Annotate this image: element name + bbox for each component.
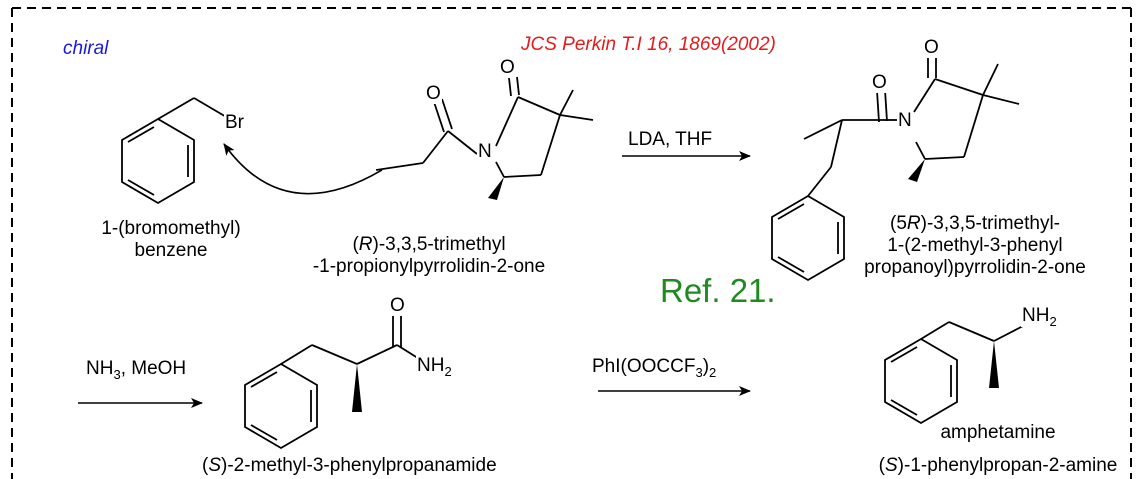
atom-o: O [425, 83, 442, 104]
wedge-bond [989, 341, 999, 388]
atom-nh2: NH2 [1021, 305, 1058, 329]
wedge-bond [908, 159, 925, 182]
curved-arrow [223, 143, 383, 195]
ref-note: Ref. 21. [660, 272, 776, 309]
reagent-step2: NH3, MeOH [86, 358, 187, 382]
reagent-step1: LDA, THF [628, 129, 713, 150]
wedge-bond [488, 177, 504, 200]
wedge-bond [352, 364, 362, 412]
structure-auxiliary [375, 76, 594, 178]
atom-n: N [897, 110, 913, 131]
compound-name-auxiliary: (R)-3,3,5-trimethyl -1-propionylpyrrolid… [312, 234, 546, 277]
compound-name-amphetamine: amphetamine (S)-1-phenylpropan-2-amine [878, 422, 1118, 476]
atom-o: O [923, 37, 940, 58]
structure-amide [244, 315, 422, 450]
atom-n: N [477, 141, 493, 162]
dashed-frame [11, 7, 1132, 479]
structure-benzyl-bromide [121, 97, 229, 205]
compound-name-alkylated: (5R)-3,3,5-trimethyl- 1-(2-methyl-3-phen… [864, 213, 1086, 278]
atom-o: O [499, 57, 516, 78]
atom-o: O [871, 72, 888, 93]
atom-o: O [389, 295, 406, 316]
structure-alkylated [771, 57, 1020, 282]
reference-citation: JCS Perkin T.I 16, 1869(2002) [521, 34, 776, 55]
compound-name-amide: (S)-2-methyl-3-phenylpropanamide [202, 455, 497, 476]
chiral-label: chiral [63, 38, 109, 59]
reagent-step3: PhI(OOCCF3)2 [592, 356, 717, 380]
atom-nh2: NH2 [416, 355, 453, 379]
atom-br: Br [224, 112, 245, 133]
structure-amphetamine [884, 321, 1026, 425]
compound-name-benzyl-bromide: 1-(bromomethyl) benzene [101, 218, 241, 261]
